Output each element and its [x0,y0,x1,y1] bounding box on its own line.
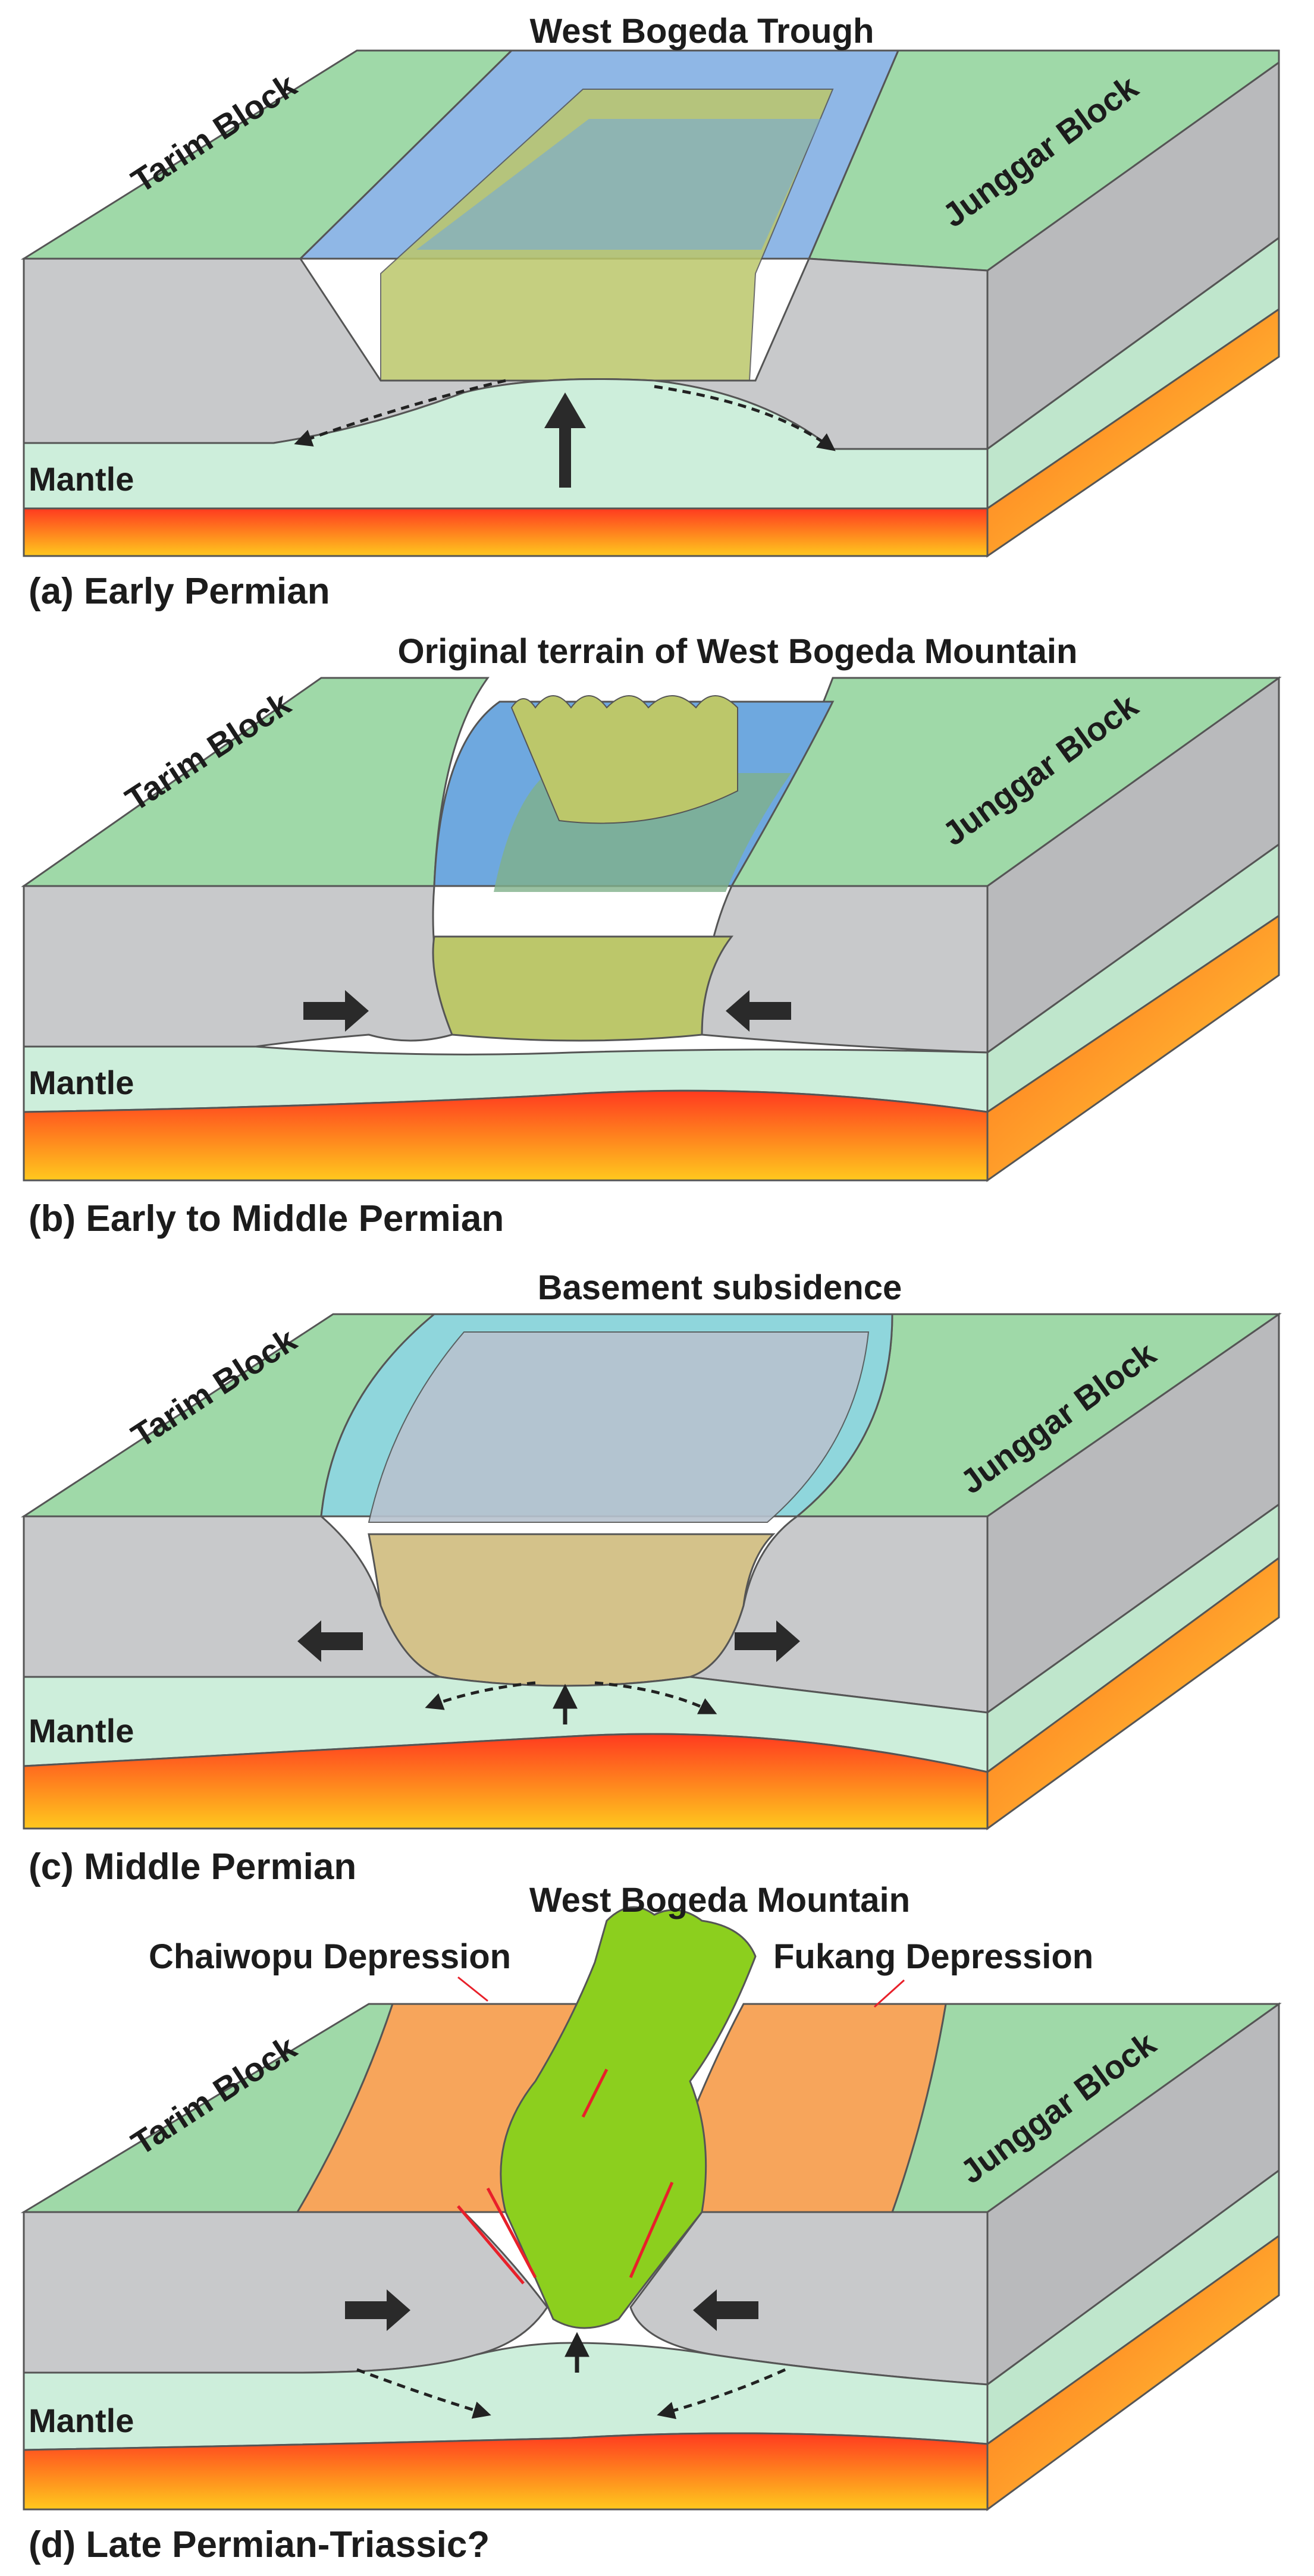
panel-c-pull-right-arrow [735,1620,800,1662]
panel-c-front-asthenosphere [23,1733,989,1830]
panel-d-flow-left-arrow [356,2368,491,2419]
panel-c-trough-basin [368,1331,870,1523]
panel-d-caption: (d) Late Permian-Triassic? [29,2524,490,2565]
panel-d-push-right-arrow [345,2289,410,2331]
panel-a-trough-inner [416,119,821,250]
panel-d-title: West Bogeda Mountain [529,1881,910,1920]
panel-d-fault-4 [581,2068,609,2118]
panel-d-fault-2 [486,2187,537,2279]
panel-b-caption: (b) Early to Middle Permian [29,1198,504,1239]
panel-c-title: Basement subsidence [538,1268,902,1307]
panel-d-right-label: Fukang Depression [773,1937,1093,1976]
panel-b-push-left-arrow [726,990,791,1032]
panel-b: Original terrain of West Bogeda Mountain… [21,632,1282,1239]
panel-c-mantle-label: Mantle [29,1712,134,1749]
panel-a: West Bogeda Trough Tarim Block Junggar B… [20,12,1280,612]
panel-d-push-left-arrow [693,2289,758,2331]
panel-b-push-right-arrow [303,990,369,1032]
panel-a-flow-left-arrow [294,379,506,447]
panel-a-caption: (a) Early Permian [29,571,330,612]
panel-d: West Bogeda Mountain Chaiwopu Depression… [20,1881,1282,2565]
panel-c: Basement subsidence Tarim Block Junggar … [20,1268,1282,1887]
panel-a-flow-right-arrow [654,385,836,451]
panel-d-left-label: Chaiwopu Depression [149,1937,511,1976]
panel-d-flow-right-arrow [657,2368,786,2420]
panel-d-mountain [500,1906,757,2329]
panel-b-front-asthenosphere [23,1089,989,1182]
panel-d-leader-right [873,1979,905,2008]
panel-b-original-terrain [510,695,738,824]
panel-b-front-crust [23,885,453,1048]
panel-c-caption: (c) Middle Permian [29,1846,356,1887]
panel-d-front-crust-left [23,2211,548,2374]
panel-c-pull-left-arrow [297,1620,363,1662]
panel-a-front-asthenosphere [23,507,989,557]
panel-a-front-mantle [23,378,989,510]
panel-b-title: Original terrain of West Bogeda Mountain [398,632,1078,671]
panel-b-mantle-label: Mantle [29,1064,134,1101]
panel-d-leader-left [457,1976,488,2002]
panel-d-mantle-label: Mantle [29,2402,134,2439]
panel-c-front-basin [368,1533,776,1687]
panel-b-front-basin [432,935,734,1042]
panel-c-flow-left-arrow [425,1681,536,1710]
panel-d-front-asthenosphere [23,2432,989,2511]
panel-a-title: West Bogeda Trough [530,12,874,51]
panel-d-fault-3 [629,2181,674,2279]
panel-a-upwelling-arrow [544,392,586,488]
panel-d-fault-1 [457,2205,525,2285]
panel-a-mantle-label: Mantle [29,460,134,498]
panel-c-flow-right-arrow [594,1681,717,1714]
